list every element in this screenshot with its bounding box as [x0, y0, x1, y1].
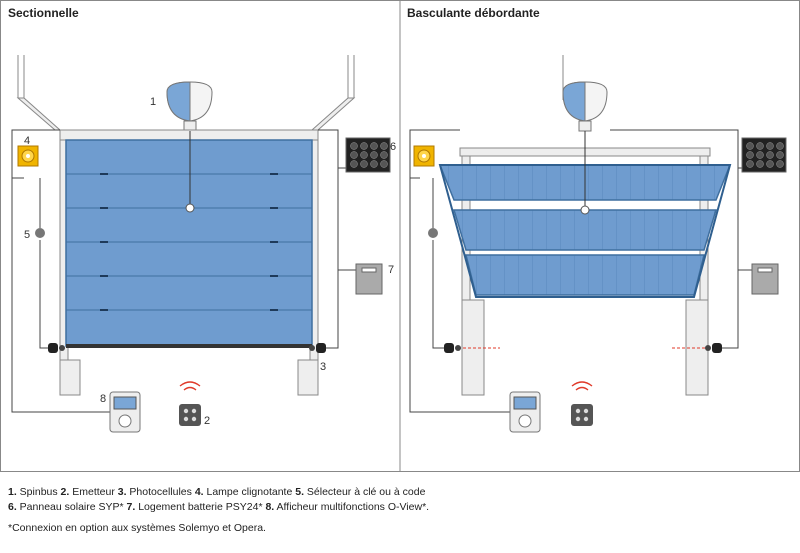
oview-display-right [509, 391, 541, 433]
legend-line-1: 1. Spinbus 2. Emetteur 3. Photocellules … [8, 486, 425, 498]
door-attachment-right [580, 205, 590, 215]
callout-1: 1 [150, 96, 156, 108]
spinbus-motor-right [562, 81, 608, 132]
legend-num: 2. [60, 486, 70, 498]
legend-note: *Connexion en option aux systèmes Solemy… [8, 522, 266, 534]
post-right [297, 359, 319, 396]
legend-text: Panneau solaire SYP* [16, 501, 127, 513]
callout-2: 2 [204, 415, 210, 427]
remote-transmitter-right [571, 381, 593, 426]
wiring-right [409, 129, 752, 413]
left-panel-title: Sectionnelle [8, 6, 79, 20]
legend-text: Emetteur [69, 486, 118, 498]
rail-curve-right [310, 97, 356, 131]
legend-text: Lampe clignotante [203, 486, 296, 498]
legend-line-2: 6. Panneau solaire SYP* 7. Logement batt… [8, 501, 429, 513]
rail-curve-left [16, 97, 62, 131]
key-selector-right [428, 228, 438, 238]
wiring-left [11, 129, 356, 413]
post-left [59, 359, 81, 396]
legend-num: 7. [126, 501, 136, 513]
legend-text: Photocellules [126, 486, 195, 498]
callout-8: 8 [100, 393, 106, 405]
legend-num: 6. [8, 501, 17, 513]
legend-num: 4. [194, 486, 204, 498]
battery-box [355, 263, 383, 295]
tilting-door-scene [409, 55, 787, 433]
door-hinges [100, 173, 278, 311]
legend-num: 1. [8, 486, 17, 498]
callout-7: 7 [388, 264, 394, 276]
solar-panel [345, 137, 391, 173]
photocell-left-r [444, 343, 461, 353]
remote-transmitter [179, 381, 201, 426]
callout-6: 6 [390, 141, 396, 153]
callout-3: 3 [320, 361, 326, 373]
legend-num: 8. [265, 501, 275, 513]
photocell-right-r [705, 343, 722, 353]
legend-text: Afficheur multifonctions O-View*. [274, 501, 430, 513]
door-header [59, 129, 319, 141]
right-panel-title: Basculante débordante [407, 6, 540, 20]
callout-4: 4 [24, 135, 30, 147]
sectional-door-scene [11, 55, 391, 433]
flashing-lamp [17, 145, 39, 167]
solar-panel-right [741, 137, 787, 173]
photocell-left [48, 343, 65, 353]
legend-text: Spinbus [16, 486, 61, 498]
photocell-right [309, 343, 326, 353]
legend-text: Sélecteur à clé ou à code [304, 486, 426, 498]
battery-box-right [751, 263, 779, 295]
key-selector [35, 228, 45, 238]
legend-text: Logement batterie PSY24* [135, 501, 266, 513]
oview-display [109, 391, 141, 433]
spinbus-motor [166, 81, 213, 132]
legend-num: 5. [295, 486, 304, 498]
callout-5: 5 [24, 229, 30, 241]
door-attachment [185, 203, 195, 213]
legend-num: 3. [117, 486, 127, 498]
door-bottom-seal [66, 344, 312, 348]
flashing-lamp-right [413, 145, 435, 167]
